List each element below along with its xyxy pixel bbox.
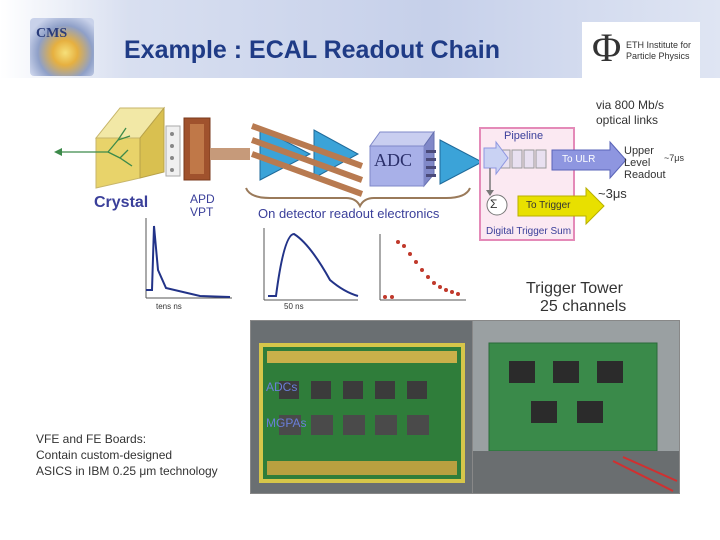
crystal-side-face xyxy=(139,106,165,179)
eth-logo xyxy=(582,22,700,78)
crystal-label: Crystal xyxy=(94,194,149,211)
eth-logo-line2: Particle Physics xyxy=(626,51,690,61)
sum-node-icon xyxy=(486,194,508,216)
vfe-board-photo xyxy=(250,320,474,494)
electronics-brace xyxy=(245,187,471,209)
apd-label: APD xyxy=(190,192,215,206)
fe-board-box xyxy=(479,127,575,241)
to-ulr-label: To ULR xyxy=(562,154,596,165)
time-label-1: tens ns xyxy=(156,302,182,311)
optical-link-line2: optical links xyxy=(596,113,659,127)
adcs-label: ADCs xyxy=(266,380,298,394)
fe-asic-chips xyxy=(509,361,623,423)
apd-plate xyxy=(165,125,181,177)
cms-logo-text: CMS xyxy=(36,26,68,41)
trigger-tower-line1: Trigger Tower xyxy=(526,280,623,297)
apd-pins-icon xyxy=(170,132,174,172)
caption-line1: VFE and FE Boards: xyxy=(36,432,147,446)
caption-line3: ASICS in IBM 0.25 μm technology xyxy=(36,464,218,478)
to-trigger-label: To Trigger xyxy=(526,200,571,211)
optical-link-line1: via 800 Mb/s xyxy=(596,98,665,112)
driver-icon xyxy=(439,139,484,185)
board-bands-icon xyxy=(250,123,364,197)
signal-cable xyxy=(210,148,250,160)
mgpas-label: MGPAs xyxy=(266,416,307,430)
digital-trigger-label: Digital Trigger Sum xyxy=(486,226,572,237)
eth-logo-symbol: Φ xyxy=(592,25,622,70)
sum-label: Σ xyxy=(490,197,498,211)
adc-label: ADC xyxy=(374,150,413,170)
mgpa-chips xyxy=(279,415,429,435)
adc-chips xyxy=(279,381,427,399)
upper-level-line2: Level xyxy=(624,157,651,169)
electronics-label: On detector readout electronics xyxy=(258,206,440,221)
crystal-front-face xyxy=(95,137,141,189)
crystal-shower-icon xyxy=(56,127,133,167)
cms-logo xyxy=(30,18,94,76)
pulse-plot-1 xyxy=(145,218,232,299)
adc-block xyxy=(369,145,425,187)
caption-line2: Contain custom-designed xyxy=(36,448,173,462)
fe-board-drawing xyxy=(473,321,679,493)
time-label-2: 50 ns xyxy=(284,302,304,311)
page-title: Example : ECAL Readout Chain xyxy=(124,36,500,64)
pulse-plot-3 xyxy=(379,234,466,301)
upper-level-line3: Readout xyxy=(624,169,666,181)
ulr-arrow xyxy=(551,140,627,180)
ulr-latency: ~7μs xyxy=(664,153,684,163)
trigger-tower-line2: 25 channels xyxy=(540,298,627,315)
upper-level-line1: Upper xyxy=(624,145,654,157)
sampled-pulse-points xyxy=(383,240,460,299)
trigger-latency: ~3μs xyxy=(598,186,627,201)
fe-board-photo xyxy=(472,320,680,494)
pulse-plot-2 xyxy=(263,228,359,301)
eth-logo-line1: ETH Institute for xyxy=(626,40,692,50)
vpt-label: VPT xyxy=(190,205,214,219)
trigger-arrow xyxy=(517,186,605,226)
pipeline-label: Pipeline xyxy=(504,130,544,142)
vfe-board-drawing xyxy=(259,343,465,483)
